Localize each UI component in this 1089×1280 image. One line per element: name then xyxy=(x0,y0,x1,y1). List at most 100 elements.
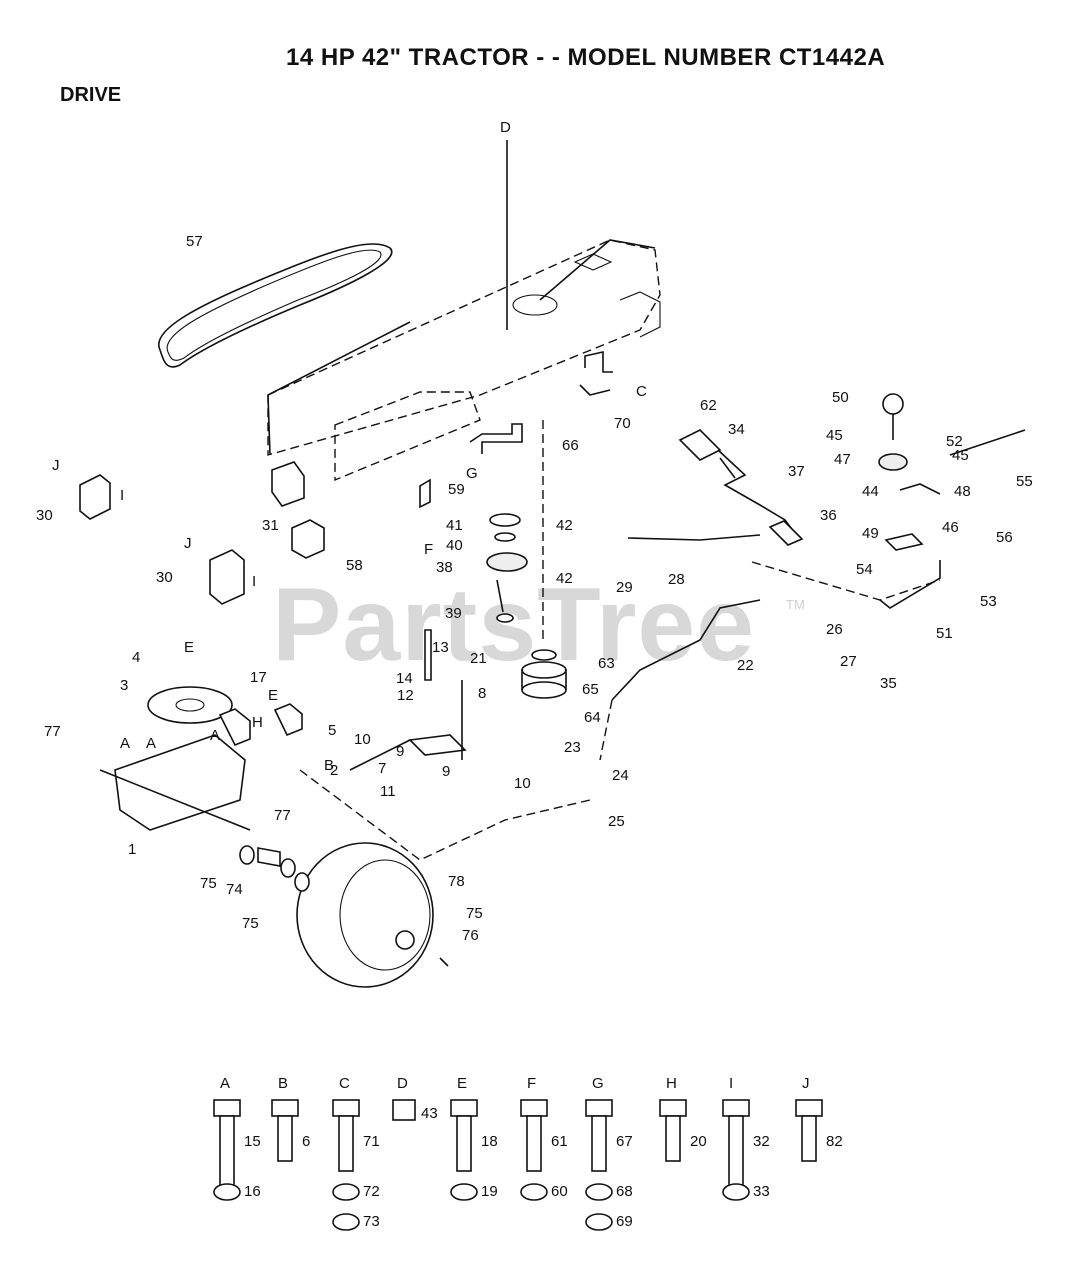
callout-label-63: 25 xyxy=(608,813,625,830)
bolt-shank-shape xyxy=(277,1115,293,1162)
callout-label-58: 9 xyxy=(442,763,450,780)
bolt-head-shape xyxy=(520,1099,548,1117)
bracket-parts xyxy=(271,351,613,559)
hardware-letter: A xyxy=(220,1075,230,1092)
hardware-letter: E xyxy=(457,1075,467,1092)
bolt-head-shape xyxy=(450,1099,478,1117)
hardware-group-J: J82 xyxy=(795,1075,843,1162)
bolt-head-shape xyxy=(722,1099,750,1117)
callout-label-7: F xyxy=(424,541,433,558)
hardware-part-number: 43 xyxy=(421,1105,438,1122)
hardware-part-number: 82 xyxy=(826,1133,843,1150)
callout-label-33: 48 xyxy=(954,483,971,500)
bolt-shank-shape xyxy=(526,1115,542,1172)
callout-label-19: J xyxy=(184,535,192,552)
nut-washer-shape xyxy=(332,1183,360,1201)
rear-wheel xyxy=(296,842,449,988)
nut-washer-shape xyxy=(520,1183,548,1201)
callout-label-46: 13 xyxy=(432,639,449,656)
callout-label-12: 42 xyxy=(556,517,573,534)
callout-label-51: 65 xyxy=(582,681,599,698)
axle-washers xyxy=(239,845,310,892)
callout-label-36: 46 xyxy=(942,519,959,536)
hardware-legend: A1516B6C717273D43E1819F6160G676869H20I32… xyxy=(213,1075,843,1231)
bolt-shank-shape xyxy=(456,1115,472,1172)
idler-stack xyxy=(486,513,528,623)
hardware-group-B: B6 xyxy=(271,1075,310,1162)
callout-label-76: 1 xyxy=(128,841,136,858)
callout-label-20: I xyxy=(120,487,124,504)
callout-label-23: 34 xyxy=(728,421,745,438)
callout-label-79: 74 xyxy=(226,881,243,898)
callout-label-24: 37 xyxy=(788,463,805,480)
callout-label-11: 40 xyxy=(446,537,463,554)
callout-label-38: 56 xyxy=(996,529,1013,546)
callout-label-42: 26 xyxy=(826,621,843,638)
hardware-letter: H xyxy=(666,1075,677,1092)
callout-label-70: 5 xyxy=(328,722,336,739)
callout-label-4: 66 xyxy=(562,437,579,454)
hardware-part-number: 60 xyxy=(551,1183,568,1200)
control-assy xyxy=(878,393,1026,551)
hardware-group-H: H 20 xyxy=(659,1075,707,1162)
nut-washer-shape xyxy=(332,1213,360,1231)
callout-label-34: 55 xyxy=(1016,473,1033,490)
section-label: DRIVE xyxy=(60,84,122,106)
callout-label-9: 58 xyxy=(346,557,363,574)
hardware-part-number: 6 xyxy=(302,1133,310,1150)
bolt-shank-shape xyxy=(338,1115,354,1172)
nut-washer-shape xyxy=(450,1183,478,1201)
callout-label-28: 50 xyxy=(832,389,849,406)
callout-label-83: 76 xyxy=(462,927,479,944)
hardware-part-number: 69 xyxy=(616,1213,633,1230)
callout-label-15: 39 xyxy=(445,605,462,622)
callout-label-37: 49 xyxy=(862,525,879,542)
nut-shape xyxy=(392,1099,416,1121)
callout-label-14: 42 xyxy=(556,570,573,587)
callout-label-18: 30 xyxy=(156,569,173,586)
callout-label-73: A xyxy=(120,735,130,752)
bolt-head-shape xyxy=(332,1099,360,1117)
hardware-part-number: 68 xyxy=(616,1183,633,1200)
bolt-head-shape xyxy=(585,1099,613,1117)
callout-label-3: C xyxy=(636,383,647,400)
callout-label-54: 10 xyxy=(354,731,371,748)
callout-label-21: I xyxy=(252,573,256,590)
callout-label-25: 36 xyxy=(820,507,837,524)
bolt-head-shape xyxy=(213,1099,241,1117)
callout-label-47: 14 xyxy=(396,670,413,687)
diagram-title: 14 HP 42" TRACTOR - - MODEL NUMBER CT144… xyxy=(286,44,886,71)
callout-label-29: 45 xyxy=(826,427,843,444)
frame-part xyxy=(267,239,661,482)
callout-label-39: 54 xyxy=(856,561,873,578)
hardware-part-number: 61 xyxy=(551,1133,568,1150)
callout-label-68: E xyxy=(268,687,278,704)
hardware-letter: D xyxy=(397,1075,408,1092)
callout-label-26: 29 xyxy=(616,579,633,596)
callout-label-64: 4 xyxy=(132,649,140,666)
hardware-part-number: 67 xyxy=(616,1133,633,1150)
callout-label-67: 3 xyxy=(120,677,128,694)
callout-label-74: A xyxy=(146,735,156,752)
callout-label-6: 59 xyxy=(448,481,465,498)
clutch-linkage xyxy=(349,629,467,771)
callout-label-44: 35 xyxy=(880,675,897,692)
callout-label-56: 7 xyxy=(378,760,386,777)
bolt-head-shape xyxy=(271,1099,299,1117)
hardware-part-number: 15 xyxy=(244,1133,261,1150)
hardware-part-number: 20 xyxy=(690,1133,707,1150)
seat-switch-brackets xyxy=(79,474,245,605)
callout-label-50: 63 xyxy=(598,655,615,672)
hardware-part-number: 19 xyxy=(481,1183,498,1200)
callout-label-82: 75 xyxy=(466,905,483,922)
bolt-shank-shape xyxy=(801,1115,817,1162)
callout-label-31: 47 xyxy=(834,451,851,468)
callout-label-80: 75 xyxy=(242,915,259,932)
callout-label-43: 27 xyxy=(840,653,857,670)
callout-label-66: 17 xyxy=(250,669,267,686)
